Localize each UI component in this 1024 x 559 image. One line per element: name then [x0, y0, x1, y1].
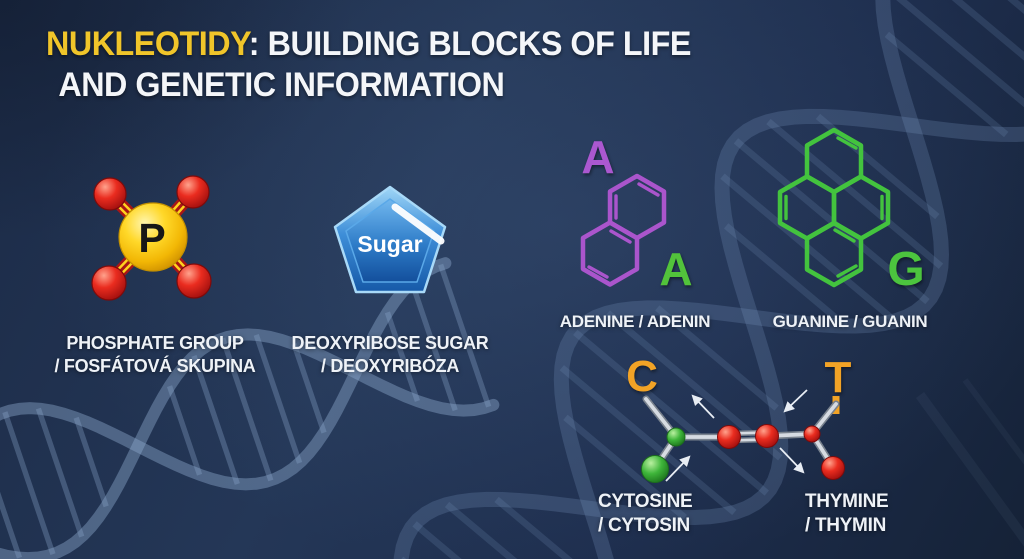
oxygen-ball: [176, 263, 212, 299]
sugar-label-cz: / DEOXYRIBÓZA: [320, 356, 460, 376]
arrow-down-left: [783, 389, 808, 413]
helix-rung: [815, 113, 940, 220]
sugar-label: DEOXYRIBOSE SUGAR / DEOXYRIBÓZA: [280, 332, 500, 378]
pyrimidine-structure-icon: [641, 389, 845, 483]
helix-rung: [73, 416, 109, 508]
helix-rung: [894, 0, 1024, 113]
guanine-ring-left: [777, 174, 837, 241]
adenine-ring-lower: [580, 220, 640, 287]
arrow-up-right: [665, 455, 691, 482]
backbone-ball-red-1: [717, 425, 741, 449]
guanine-ring-bottom: [804, 220, 864, 288]
arrow-down-right: [779, 447, 805, 474]
light-streak: [962, 378, 1024, 465]
thymine-label-en: THYMINE: [805, 491, 889, 512]
phosphorus-ball: [118, 202, 188, 272]
thymine-ball-red: [821, 456, 845, 480]
helix-rung: [884, 31, 1009, 138]
helix-strand: [0, 257, 452, 526]
helix-rung: [444, 501, 622, 559]
pentagon-inner: [345, 198, 435, 283]
cytosine-ball-large-green: [641, 455, 669, 483]
helix-rung: [720, 173, 898, 324]
thymine-label: THYMINE / THYMIN: [805, 490, 945, 538]
phosphate-label-en: PHOSPHATE GROUP: [66, 333, 244, 353]
guanine-letter: G: [887, 243, 925, 296]
oxygen-ball: [91, 265, 127, 301]
guanine-structure-icon: [777, 127, 891, 288]
backbone-ball-red-2: [755, 424, 779, 448]
helix-rung: [573, 329, 769, 496]
adenine-letter-green: A: [659, 243, 693, 295]
thymine-letter: T: [824, 353, 852, 402]
pentagon-outer: [333, 185, 447, 294]
helix-rung: [976, 0, 1024, 28]
gloss-streak: [391, 203, 445, 245]
helix-rung: [2, 411, 56, 556]
oxygen-ball: [93, 177, 127, 211]
thymine-ball-small-red: [803, 425, 821, 443]
helix-rung: [723, 223, 848, 329]
sugar-label-en: DEOXYRIBOSE SUGAR: [291, 333, 489, 353]
title-highlight: NUKLEOTIDY: [46, 25, 249, 63]
helix-rung: [881, 0, 1024, 133]
thymine-label-cz: / THYMIN: [805, 515, 886, 536]
guanine-label: GUANINE / GUANIN: [772, 312, 928, 331]
sugar-symbol: Sugar: [357, 231, 422, 257]
page-title: NUKLEOTIDY: BUILDING BLOCKS OF LIFE AND …: [46, 24, 691, 106]
title-rest: : BUILDING BLOCKS OF LIFE: [248, 25, 692, 63]
helix-rung: [166, 385, 203, 476]
helix-rung: [35, 407, 85, 538]
helix-rung: [412, 521, 609, 559]
dna-helix: [0, 257, 500, 559]
helix-rung: [926, 0, 1024, 78]
phosphate-label: PHOSPHATE GROUP / FOSFÁTOVÁ SKUPINA: [35, 332, 275, 378]
cytosine-label: CYTOSINE / CYTOSIN: [598, 490, 738, 538]
sugar-pentagon-icon: Sugar: [333, 185, 447, 294]
oxygen-ball: [176, 175, 210, 209]
adenine-label: ADENINE / ADENIN: [559, 312, 711, 331]
adenine-letter-purple: A: [581, 131, 615, 183]
phosphate-label-cz: / FOSFÁTOVÁ SKUPINA: [54, 356, 256, 376]
arrow-up-left: [691, 394, 715, 419]
guanine-ring-top: [804, 127, 864, 195]
guanine-ring-right: [831, 174, 891, 241]
cytosine-label-cz: / CYTOSIN: [598, 515, 690, 536]
phosphorus-symbol: P: [138, 215, 165, 261]
helix-rung: [0, 428, 23, 559]
title-line1: NUKLEOTIDY: BUILDING BLOCKS OF LIFE: [46, 24, 691, 65]
helix-strand: [0, 328, 500, 559]
cytosine-label-en: CYTOSINE: [598, 491, 693, 512]
adenine-ring-upper: [607, 173, 667, 241]
title-line2: AND GENETIC INFORMATION: [58, 66, 505, 104]
phosphate-group-icon: P: [91, 175, 212, 301]
cytosine-ball-small-green: [666, 427, 686, 447]
cytosine-letter: C: [626, 352, 658, 401]
